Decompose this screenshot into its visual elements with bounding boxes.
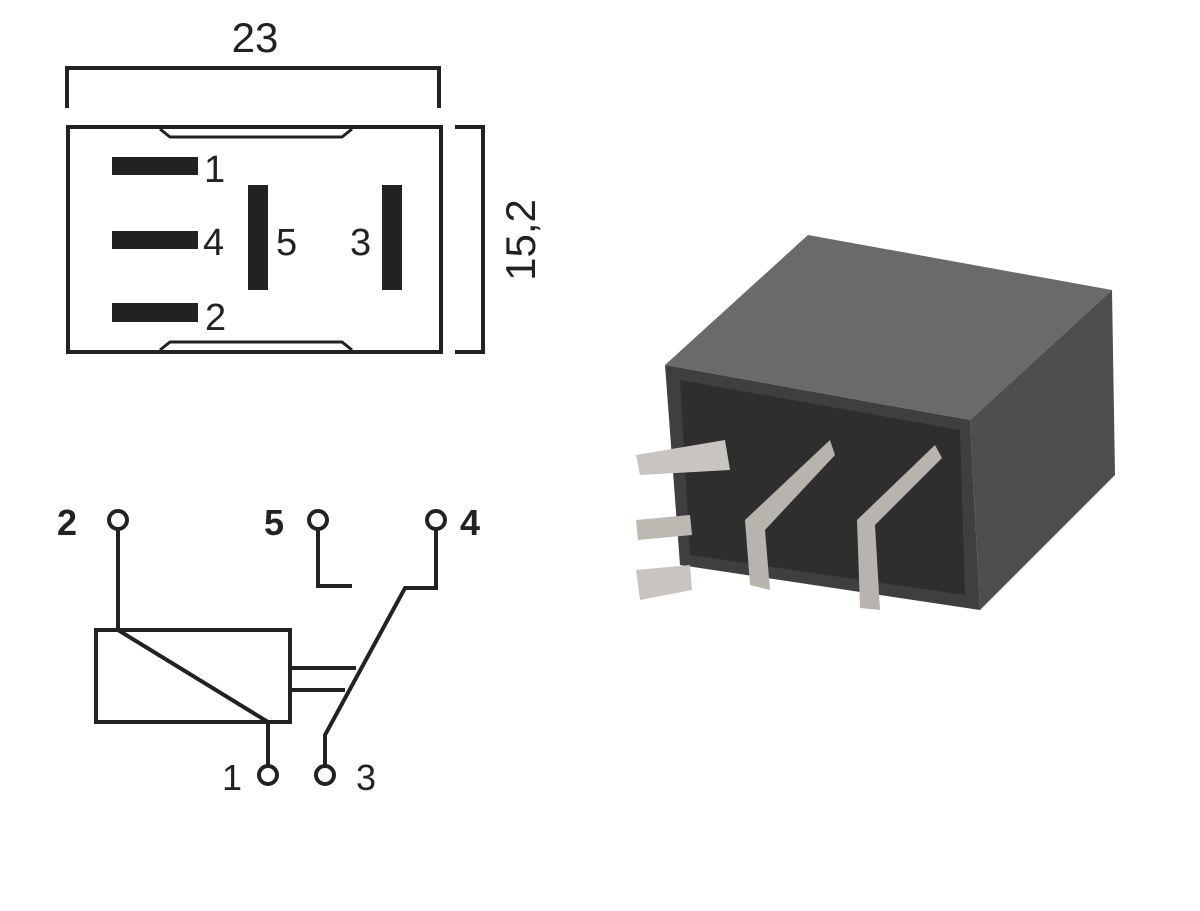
terminal-5 — [307, 509, 329, 531]
relay-pin — [857, 445, 942, 610]
height-dimension-label: 15,2 — [497, 199, 544, 281]
pin-5-pad — [248, 185, 268, 290]
wire-5 — [316, 529, 352, 588]
pin-5-label: 5 — [276, 222, 297, 264]
terminal-3 — [314, 764, 336, 786]
pin-2-pad — [112, 303, 198, 322]
footprint-pins — [112, 157, 402, 322]
schematic — [94, 509, 447, 786]
wire-4-switch — [323, 529, 438, 766]
actuator-link — [290, 666, 356, 692]
coil-diagonal — [116, 628, 270, 724]
terminal-5-label: 5 — [264, 502, 284, 543]
width-dimension-line — [65, 66, 441, 108]
relay-top-face — [665, 235, 1112, 420]
relay-right-face — [970, 290, 1115, 610]
height-dimension-line — [455, 125, 485, 354]
pin-2-label: 2 — [205, 297, 226, 339]
pin-1-pad — [112, 157, 198, 175]
width-dimension-label: 23 — [232, 14, 279, 61]
terminal-4-label: 4 — [460, 502, 480, 543]
relay-photo — [636, 235, 1115, 610]
bottom-notch — [159, 340, 353, 352]
terminal-4 — [425, 509, 447, 531]
relay-pin — [636, 515, 692, 540]
pin-1-label: 1 — [204, 149, 225, 191]
footprint-drawing — [65, 66, 485, 354]
top-notch — [159, 127, 353, 139]
coil — [94, 628, 292, 724]
relay-pin — [745, 440, 835, 590]
terminal-1-label: 1 — [222, 757, 242, 798]
relay-outline — [66, 125, 443, 354]
terminal-3-label: 3 — [356, 757, 376, 798]
relay-pin — [636, 565, 692, 600]
pin-3-label: 3 — [350, 222, 371, 264]
pin-4-label: 4 — [203, 222, 224, 264]
pin-4-pad — [112, 231, 198, 249]
terminal-2-label: 2 — [57, 502, 77, 543]
relay-pin — [636, 440, 730, 475]
pin-3-pad — [382, 185, 402, 290]
terminal-2 — [107, 509, 129, 531]
terminal-1 — [257, 764, 279, 786]
